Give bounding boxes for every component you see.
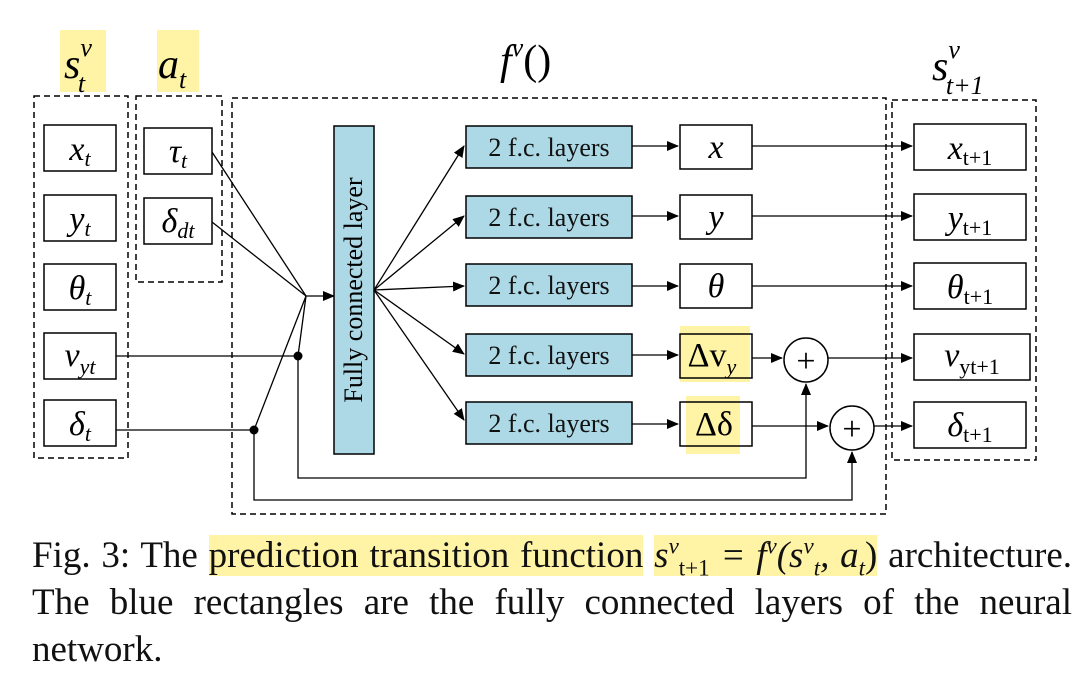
branch-output-theta: θ	[708, 268, 725, 305]
input-box-delta-d	[143, 197, 213, 245]
input-box-theta	[43, 263, 117, 311]
output-state-box-x	[913, 123, 1027, 171]
fc-branch-theta	[465, 263, 633, 307]
input-vy: vyt	[65, 337, 97, 379]
fully-connected-layer-label: Fully connected layer	[339, 177, 368, 403]
sum-node-delta	[829, 405, 875, 451]
input-tau: τt	[169, 133, 188, 173]
input-box-x	[43, 124, 117, 172]
input-delta-d: δdt	[162, 203, 196, 243]
state-label-highlight	[60, 30, 106, 92]
branch-output-delta-delta: Δδ	[695, 406, 733, 443]
output-delta: δt+1	[947, 407, 992, 447]
fc-branch-theta-label: 2 f.c. layers	[488, 271, 609, 300]
input-wiring	[116, 151, 857, 501]
fan-out-arrows	[373, 145, 465, 421]
junction-dot-delta	[249, 425, 259, 435]
sum-node-vy	[783, 337, 829, 383]
fc-branch-delta-label: 2 f.c. layers	[488, 409, 609, 438]
output-theta: θt+1	[947, 269, 993, 309]
input-box-vy	[43, 332, 117, 380]
transition-function-group	[231, 97, 887, 515]
fc-branch-delta	[465, 401, 633, 445]
fc-branch-y-label: 2 f.c. layers	[488, 203, 609, 232]
fc-branch-vy	[465, 333, 633, 377]
caption-prefix: Fig. 3: The	[32, 535, 209, 576]
input-box-tau	[143, 127, 213, 175]
input-box-y	[43, 194, 117, 242]
delta-delta-highlight	[686, 396, 740, 454]
input-box-delta	[43, 399, 117, 447]
caption-equation: svt+1 = fv(svt, at)	[654, 533, 878, 581]
fc-branch-x	[465, 125, 633, 169]
figure-caption: Fig. 3: The prediction transition functi…	[32, 532, 1072, 673]
branch-output-arrows	[632, 141, 679, 429]
output-y: yt+1	[945, 200, 993, 240]
next-state-arrows	[752, 141, 913, 431]
sum-node-vy-symbol: +	[796, 343, 815, 380]
input-theta: θt	[69, 270, 93, 310]
output-state-box-theta	[913, 262, 1027, 310]
output-state-box-vy	[913, 333, 1031, 381]
output-box-y	[679, 194, 753, 240]
input-delta: δt	[69, 406, 92, 446]
output-vy: vyt+1	[944, 337, 1000, 379]
action-label: at	[158, 42, 187, 94]
output-box-x	[679, 124, 753, 170]
junction-dot-vy	[293, 351, 303, 361]
caption-highlight: prediction transition function	[208, 535, 644, 576]
branch-output-delta-vy: Δvy	[688, 337, 737, 379]
caption-rest: architecture. The blue rectangles are th…	[32, 535, 1073, 670]
output-state-box-y	[913, 193, 1027, 241]
fc-branch-vy-label: 2 f.c. layers	[488, 341, 609, 370]
output-box-delta-vy	[679, 333, 753, 379]
next-state-group	[891, 99, 1037, 461]
fully-connected-layer	[333, 125, 375, 455]
delta-vy-highlight	[680, 326, 750, 382]
state-input-group	[33, 95, 129, 459]
output-x: xt+1	[947, 130, 993, 170]
output-state-box-delta	[913, 401, 1027, 449]
output-box-delta-delta	[679, 401, 753, 447]
function-label: fv()	[500, 33, 551, 84]
branch-output-x: x	[707, 129, 723, 166]
action-input-group	[135, 95, 223, 283]
input-y: yt	[66, 201, 91, 241]
input-x: xt	[68, 131, 91, 171]
branch-output-y: y	[705, 199, 724, 236]
action-label-highlight	[157, 30, 199, 92]
sum-node-delta-symbol: +	[842, 411, 861, 448]
fc-branch-y	[465, 195, 633, 239]
fc-branch-x-label: 2 f.c. layers	[488, 133, 609, 162]
